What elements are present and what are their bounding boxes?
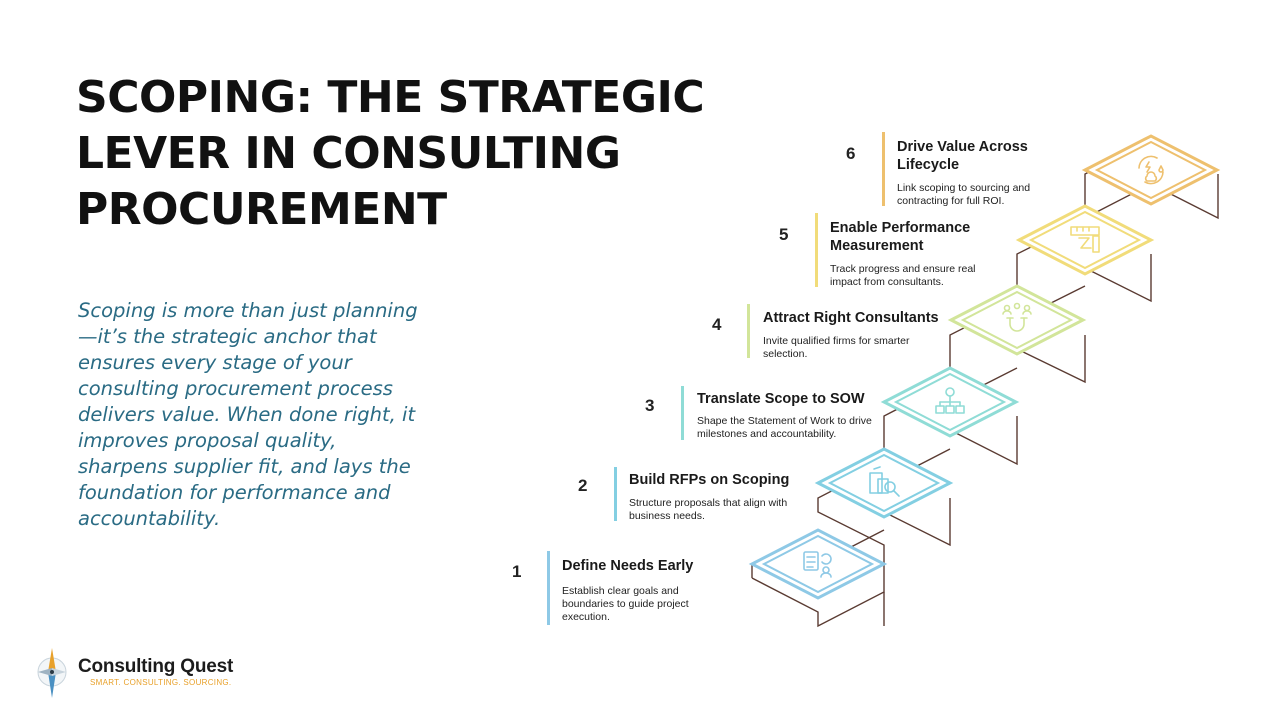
staircase-riser-lines <box>883 174 1219 626</box>
step-accent-bar <box>681 386 684 440</box>
step-heading: Translate Scope to SOW <box>697 391 865 407</box>
cycle-icon <box>1138 155 1164 185</box>
magnet-people-icon <box>1002 302 1032 332</box>
step-tile-5 <box>1015 204 1155 276</box>
step-heading: Enable Performance Measurement <box>830 220 971 254</box>
checklist-icon <box>803 551 832 578</box>
compass-icon <box>37 648 67 698</box>
step-description: Track progress and ensure real impact fr… <box>830 263 976 288</box>
step-heading: Attract Right Consultants <box>763 310 939 326</box>
logo-tagline: SMART. CONSULTING. SOURCING. <box>90 678 232 687</box>
step-description: Structure proposals that align with busi… <box>629 497 788 522</box>
step-number: 1 <box>512 562 522 581</box>
step-tile-1 <box>748 528 888 600</box>
step-tile-2 <box>814 447 954 519</box>
step-tile-4 <box>947 284 1087 356</box>
step-heading: Build RFPs on Scoping <box>629 472 790 488</box>
step-number: 4 <box>712 315 722 334</box>
step-accent-bar <box>747 304 750 358</box>
step-accent-bar <box>547 551 550 625</box>
step-accent-bar <box>614 467 617 521</box>
step-number: 2 <box>578 476 588 495</box>
step-tile-6 <box>1081 134 1221 206</box>
step-heading: Drive Value Across Lifecycle <box>897 139 1028 173</box>
slide-title: SCOPING: THE STRATEGIC LEVER IN CONSULTI… <box>76 72 705 235</box>
hierarchy-icon <box>935 387 965 414</box>
step-accent-bar <box>815 213 818 287</box>
step-description: Link scoping to sourcing and contracting… <box>897 182 1031 207</box>
step-number: 5 <box>779 225 789 244</box>
step-description: Shape the Statement of Work to drive mil… <box>697 415 872 440</box>
document-search-icon <box>869 466 900 497</box>
step-tile-3 <box>880 366 1020 438</box>
step-description: Invite qualified firms for smarter selec… <box>763 335 910 360</box>
ruler-icon <box>1070 226 1100 253</box>
step-heading: Define Needs Early <box>562 558 694 574</box>
logo-name: Consulting Quest <box>78 656 234 677</box>
step-number: 3 <box>645 396 655 415</box>
intro-text: Scoping is more than just planning—it’s … <box>78 299 418 530</box>
step-number: 6 <box>846 144 856 163</box>
step-accent-bar <box>882 132 885 206</box>
step-description: Establish clear goals and boundaries to … <box>562 585 689 623</box>
